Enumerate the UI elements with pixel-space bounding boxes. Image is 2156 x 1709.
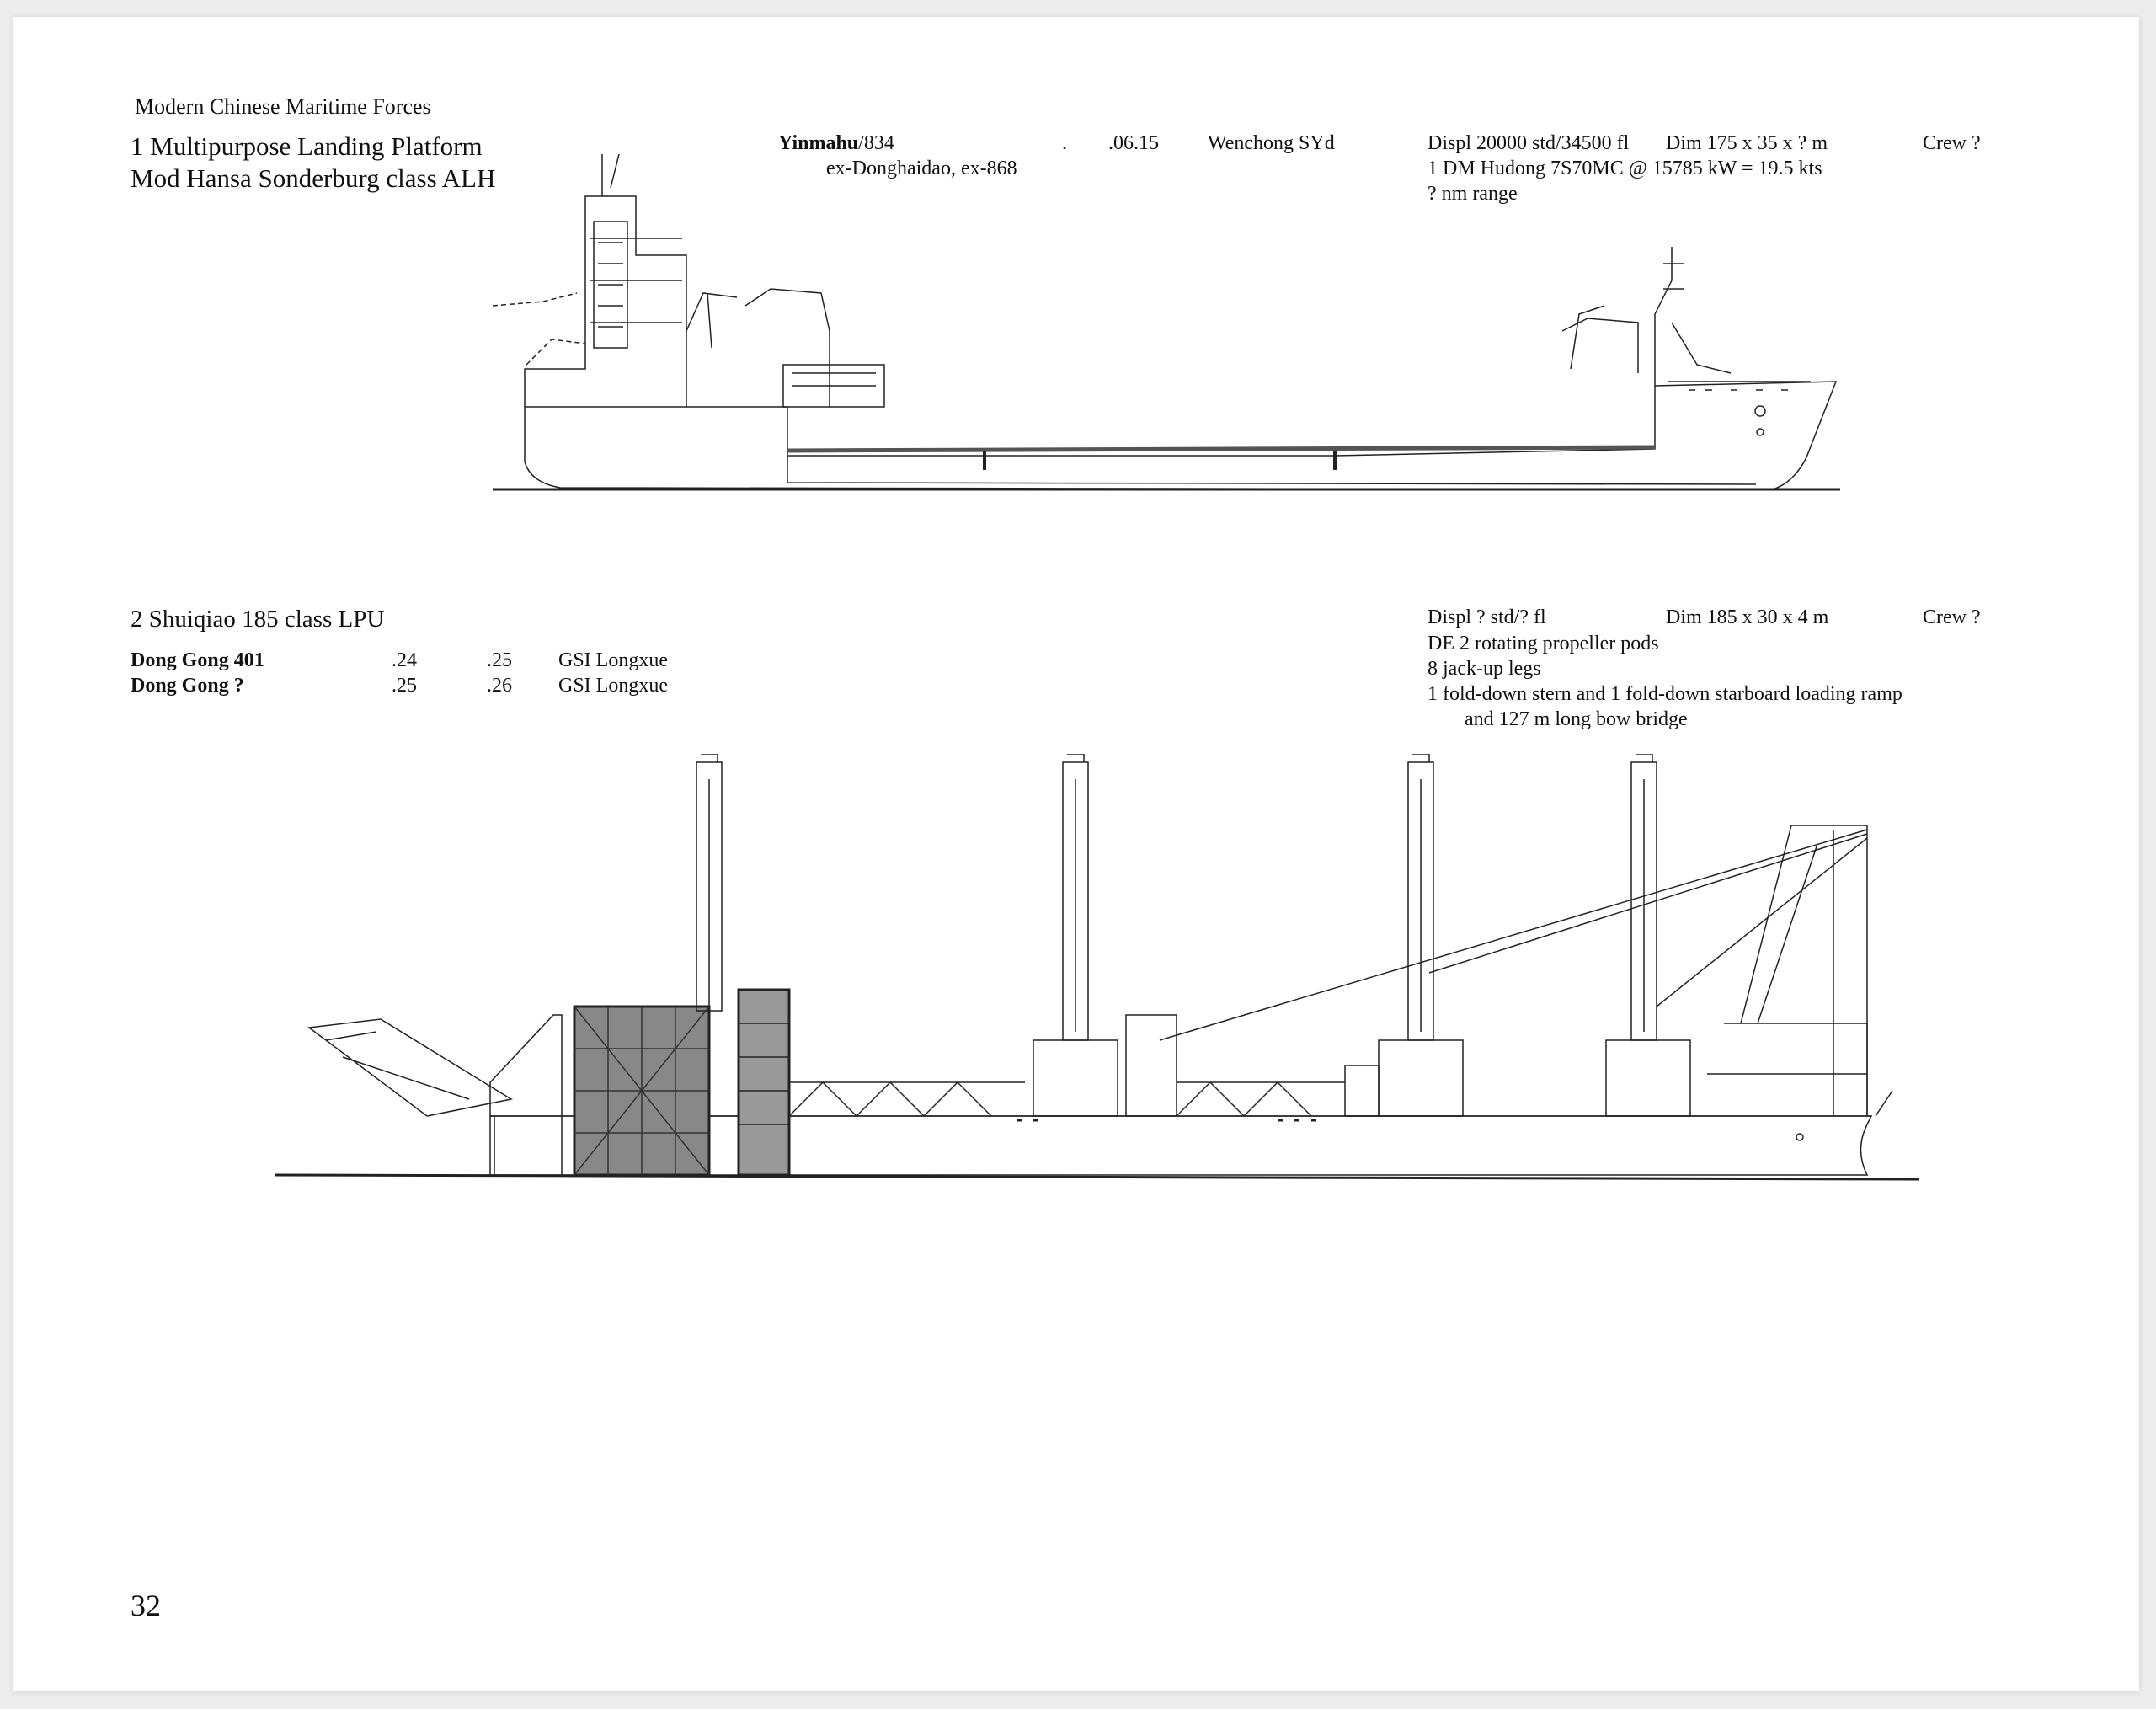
displacement: Displ 20000 std/34500 fl	[1428, 132, 1630, 154]
lpu-ship-date1-2: .25	[392, 675, 417, 697]
former-names: ex-Donghaidao, ex-868	[826, 158, 1017, 179]
lpu-ship-date2-2: .26	[487, 675, 512, 697]
section1-title-line1: 1 Multipurpose Landing Platform	[131, 131, 483, 161]
lpu-ramps-line2: and 127 m long bow bridge	[1465, 708, 1688, 730]
lpu-ship-name-2: Dong Gong ?	[131, 675, 244, 697]
laid-down: .	[1062, 132, 1067, 154]
page-number: 32	[131, 1589, 161, 1622]
ship-name-row: Yinmahu/834	[778, 133, 894, 153]
range: ? nm range	[1428, 183, 1518, 205]
lpu-legs: 8 jack-up legs	[1428, 658, 1541, 680]
section2-title: 2 Shuiqiao 185 class LPU	[131, 606, 385, 633]
dimensions: Dim 175 x 35 x ? m	[1666, 132, 1828, 154]
ship1-profile-drawing	[493, 137, 1840, 495]
lpu-ramps-line1: 1 fold-down stern and 1 fold-down starbo…	[1428, 683, 1903, 705]
lpu-ship-builder-2: GSI Longxue	[558, 675, 668, 697]
ship-name: Yinmahu	[778, 132, 859, 154]
lpu-crew: Crew ?	[1923, 606, 1981, 628]
lpu-propulsion: DE 2 rotating propeller pods	[1428, 633, 1659, 654]
ship-pennant: /834	[858, 132, 894, 154]
commissioned: .06.15	[1108, 132, 1159, 154]
builder: Wenchong SYd	[1208, 132, 1335, 154]
lpu-ship-name-1: Dong Gong 401	[131, 649, 264, 671]
lpu-ship-date2-1: .25	[487, 649, 512, 671]
crew: Crew ?	[1923, 132, 1981, 154]
machinery: 1 DM Hudong 7S70MC @ 15785 kW = 19.5 kts	[1428, 158, 1822, 179]
lpu-ship-builder-1: GSI Longxue	[558, 649, 668, 671]
ship2-profile-drawing	[275, 754, 1919, 1188]
lpu-ship-date1-1: .24	[392, 649, 417, 671]
section1-title-line2: Mod Hansa Sonderburg class ALH	[131, 163, 496, 193]
lpu-dimensions: Dim 185 x 30 x 4 m	[1666, 606, 1829, 628]
book-title: Modern Chinese Maritime Forces	[135, 94, 431, 119]
lpu-displacement: Displ ? std/? fl	[1428, 606, 1546, 628]
